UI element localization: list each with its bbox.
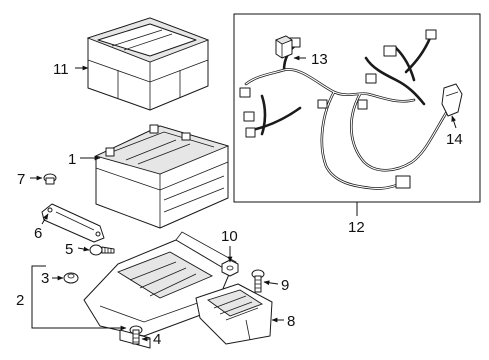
harness-detail-frame: [233, 13, 481, 203]
callout-12: 12: [348, 219, 365, 236]
callout-1: 1: [68, 151, 76, 168]
bracket-14-part: [441, 83, 463, 117]
battery-tray-part: [83, 231, 237, 349]
leader-lines: [30, 55, 457, 342]
nut-10-part: [221, 259, 239, 277]
bolt-7-part: [43, 173, 57, 185]
callout-7: 7: [17, 171, 25, 188]
screw-5-part: [89, 244, 115, 256]
wiring-harness-part: [239, 29, 450, 190]
callout-8: 8: [287, 313, 295, 330]
callout-4: 4: [153, 331, 161, 348]
connector-13-part: [275, 35, 293, 59]
callout-14: 14: [446, 131, 463, 148]
callout-2: 2: [16, 292, 24, 309]
bolt-4-part: [129, 325, 143, 345]
battery-cover-part: [86, 17, 210, 111]
hold-down-bracket-part: [41, 203, 105, 243]
nut-3-part: [63, 272, 79, 284]
callout-13: 13: [311, 51, 328, 68]
battery-part: [94, 124, 230, 229]
bolt-9-part: [251, 269, 265, 293]
callout-9: 9: [281, 277, 289, 294]
battery-insulator-part: [195, 283, 273, 345]
callout-11: 11: [53, 61, 69, 78]
callout-10: 10: [221, 228, 238, 245]
callout-6: 6: [34, 225, 42, 242]
callout-5: 5: [65, 241, 73, 258]
callout-3: 3: [41, 270, 49, 287]
